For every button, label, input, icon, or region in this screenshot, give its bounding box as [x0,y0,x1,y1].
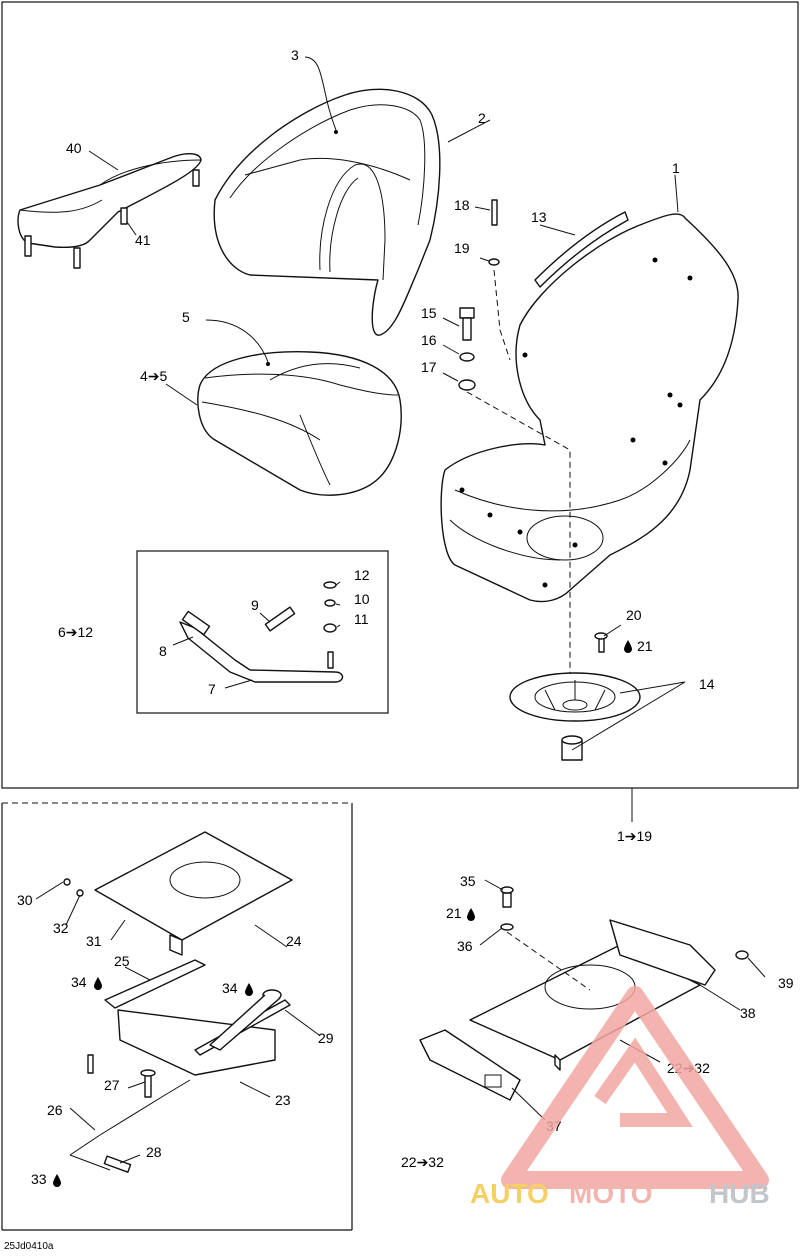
callout-4-to-5: 4➔5 [140,368,168,384]
droplet-icon [467,908,475,921]
callout-22-to-32-bottom: 22➔32 [401,1154,444,1170]
callout-23: 23 [275,1092,291,1108]
seat-shell [440,213,739,603]
droplet-icon [94,977,102,990]
callout-35: 35 [460,873,476,889]
callout-36: 36 [457,938,473,954]
callout-9: 9 [251,597,259,613]
swivel-base [509,632,641,761]
callout-15: 15 [421,305,437,321]
callout-27: 27 [104,1077,120,1093]
callout-12: 12 [354,567,370,583]
callout-20: 20 [626,607,642,623]
droplet-icon [624,640,632,653]
callout-33: 33 [31,1171,47,1187]
callout-40: 40 [66,140,82,156]
bolt-assembly [458,199,571,700]
callout-26: 26 [47,1102,63,1118]
trim-strip [534,211,629,288]
callout-7: 7 [208,681,216,697]
armrest-cushion [17,153,202,269]
callout-38: 38 [740,1005,756,1021]
callout-1-to-19: 1➔19 [617,828,652,844]
callout-28: 28 [146,1144,162,1160]
watermark-text-auto: AUTO [470,1178,549,1209]
callout-25: 25 [114,953,130,969]
callout-30: 30 [17,892,33,908]
callout-41: 41 [135,232,151,248]
callout-31: 31 [86,933,102,949]
upper-frame [1,1,799,789]
watermark-text-hub: HUB [709,1178,770,1209]
callout-8: 8 [159,643,167,659]
callout-34-left: 34 [71,974,87,990]
callout-24: 24 [286,933,302,949]
callout-14: 14 [699,676,715,692]
callout-13: 13 [531,209,547,225]
callout-34-right: 34 [222,980,238,996]
callout-21-lower: 21 [446,905,462,921]
callout-18: 18 [454,197,470,213]
callout-39: 39 [778,975,794,991]
callout-11: 11 [354,611,369,627]
callout-5: 5 [182,309,190,325]
callout-29: 29 [318,1030,334,1046]
callout-1: 1 [672,160,680,176]
watermark-text-moto: MOTO [569,1178,652,1209]
callout-17: 17 [421,359,437,375]
callout-10: 10 [354,591,370,607]
callout-3: 3 [291,47,299,63]
lever-detail-frame [136,550,389,714]
leader-lines [35,56,766,1164]
slide-rail-assembly [63,831,293,1173]
watermark-logo: AUTO MOTO HUB [470,986,770,1209]
callout-19: 19 [454,240,470,256]
callout-21-upper: 21 [637,638,653,654]
callout-6-to-12: 6➔12 [58,624,93,640]
callout-2: 2 [478,110,486,126]
droplet-icon [53,1174,61,1187]
backrest [213,88,441,336]
seat-cushion [197,351,402,496]
callout-32: 32 [53,920,69,936]
drawing-code: 25Jd0410a [4,1241,54,1252]
lever-detail [179,581,344,683]
callout-16: 16 [421,332,437,348]
droplet-icon [245,983,253,996]
